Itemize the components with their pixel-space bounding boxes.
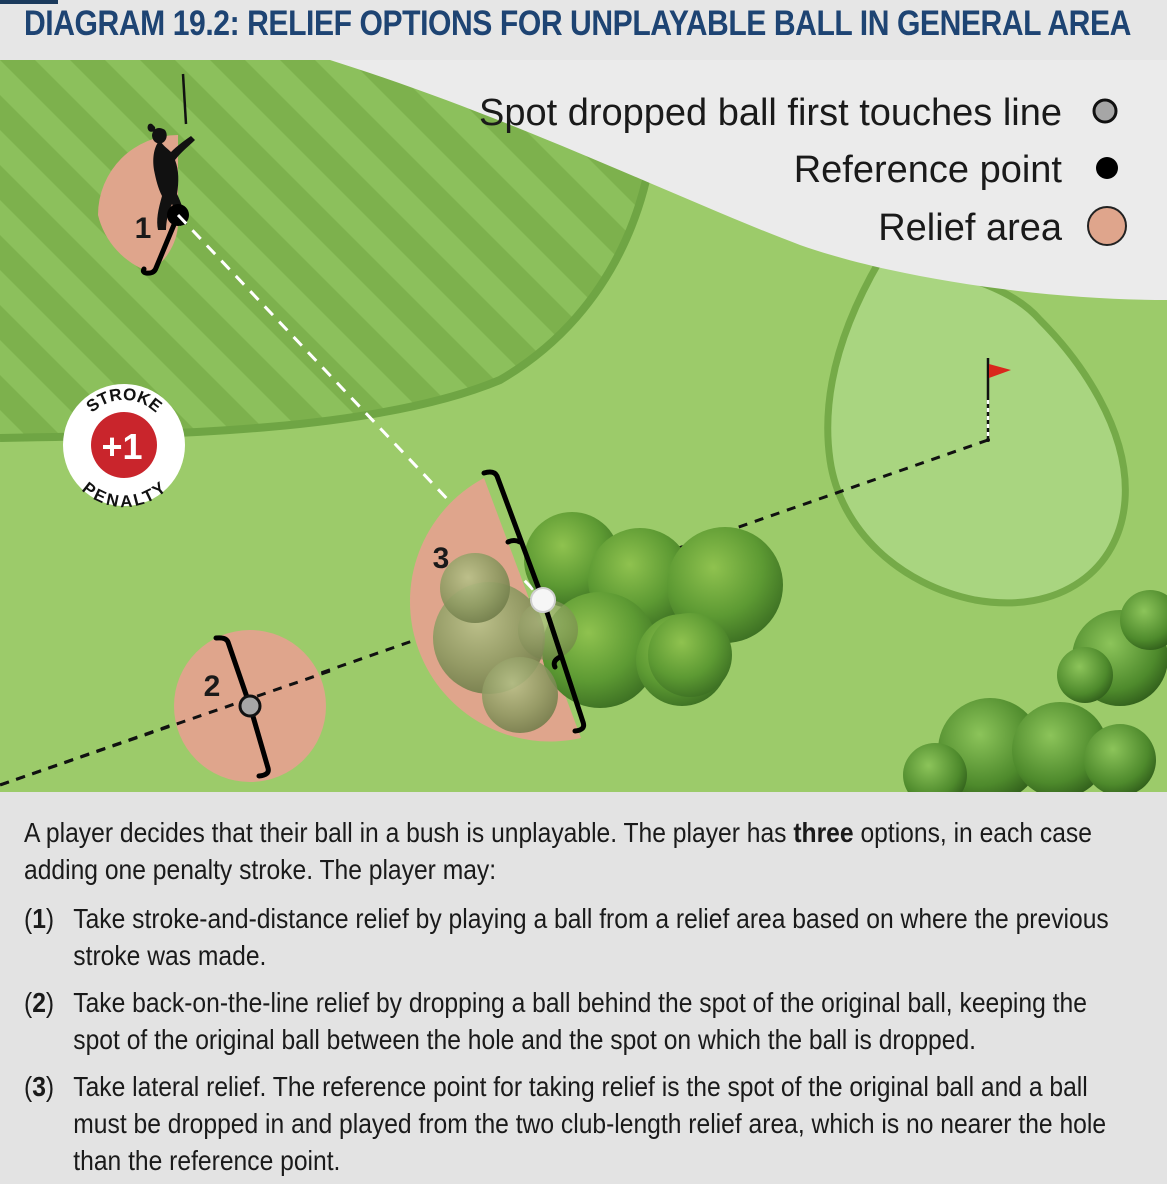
badge-value: +1: [101, 426, 142, 467]
legend-item-relief-area: Relief area: [878, 206, 1127, 249]
course-diagram: Spot dropped ball first touches line Ref…: [0, 60, 1167, 792]
relief-area-3-label: 3: [433, 542, 450, 575]
penalty-badge: +1 STROKE PENALTY: [63, 384, 185, 511]
club-2b: [247, 703, 271, 779]
golfer-icon: [147, 73, 195, 230]
intro-text-end: options, in each case adding one penalty…: [24, 817, 1092, 885]
club-3a: [481, 469, 546, 603]
option-2-text: Take back-on-the-line relief by dropping…: [73, 987, 1087, 1055]
option-1-number: (1): [24, 903, 55, 934]
relief-area-1-label: 1: [135, 212, 152, 245]
clubs-3: [481, 469, 587, 734]
legend-label-reference-point: Reference point: [794, 149, 1063, 191]
fairway-stripe: [0, 60, 225, 438]
bush: [433, 512, 783, 733]
option-3-text: Take lateral relief. The reference point…: [73, 1071, 1107, 1176]
header-accent-bar: [0, 0, 58, 4]
option-1: (1) Take stroke-and-distance relief by p…: [24, 900, 1133, 974]
intro-bold-word: three: [793, 817, 854, 848]
option-2-number: (2): [24, 987, 55, 1018]
grey-dot-icon: [1092, 98, 1118, 124]
legend-item-drop-spot: Spot dropped ball first touches line: [479, 92, 1118, 134]
legend-item-reference-point: Reference point: [794, 149, 1118, 191]
legend-label-relief-area: Relief area: [878, 207, 1063, 249]
relief-area-2: 2: [0, 630, 331, 787]
legend-label-drop-spot: Spot dropped ball first touches line: [479, 92, 1062, 134]
fairway-stripe: [0, 60, 295, 438]
club-3b: [540, 597, 587, 734]
pink-circle-icon: [1087, 206, 1127, 246]
putting-green: [824, 256, 1129, 607]
fairway-stripe: [0, 60, 435, 438]
fairway-stripe: [350, 60, 657, 438]
intro-text-start: A player decides that their ball in a bu…: [24, 817, 794, 848]
caption: A player decides that their ball in a bu…: [0, 792, 1167, 1184]
club-1: [140, 212, 181, 276]
club-2a: [213, 635, 253, 709]
fairway-stripe: [140, 60, 575, 438]
option-3: (3) Take lateral relief. The reference p…: [24, 1068, 1133, 1179]
trees: [903, 590, 1167, 792]
option-3-number: (3): [24, 1071, 55, 1102]
black-dot-icon: [1096, 157, 1118, 179]
diagram-title: DIAGRAM 19.2: RELIEF OPTIONS FOR UNPLAYA…: [24, 4, 1131, 43]
relief-area-2-label: 2: [204, 670, 221, 703]
fairway-stripe: [0, 60, 155, 438]
caption-intro: A player decides that their ball in a bu…: [24, 814, 1133, 888]
fairway-stripe: [70, 60, 505, 438]
original-ball: [530, 587, 556, 613]
option-2: (2) Take back-on-the-line relief by drop…: [24, 984, 1133, 1058]
flag-icon: [986, 358, 1011, 442]
legend: Spot dropped ball first touches line Ref…: [479, 92, 1127, 249]
legend-background: [330, 60, 1167, 300]
header: DIAGRAM 19.2: RELIEF OPTIONS FOR UNPLAYA…: [0, 0, 1167, 60]
option-1-text: Take stroke-and-distance relief by playi…: [73, 903, 1109, 971]
drop-spot: [238, 694, 262, 718]
